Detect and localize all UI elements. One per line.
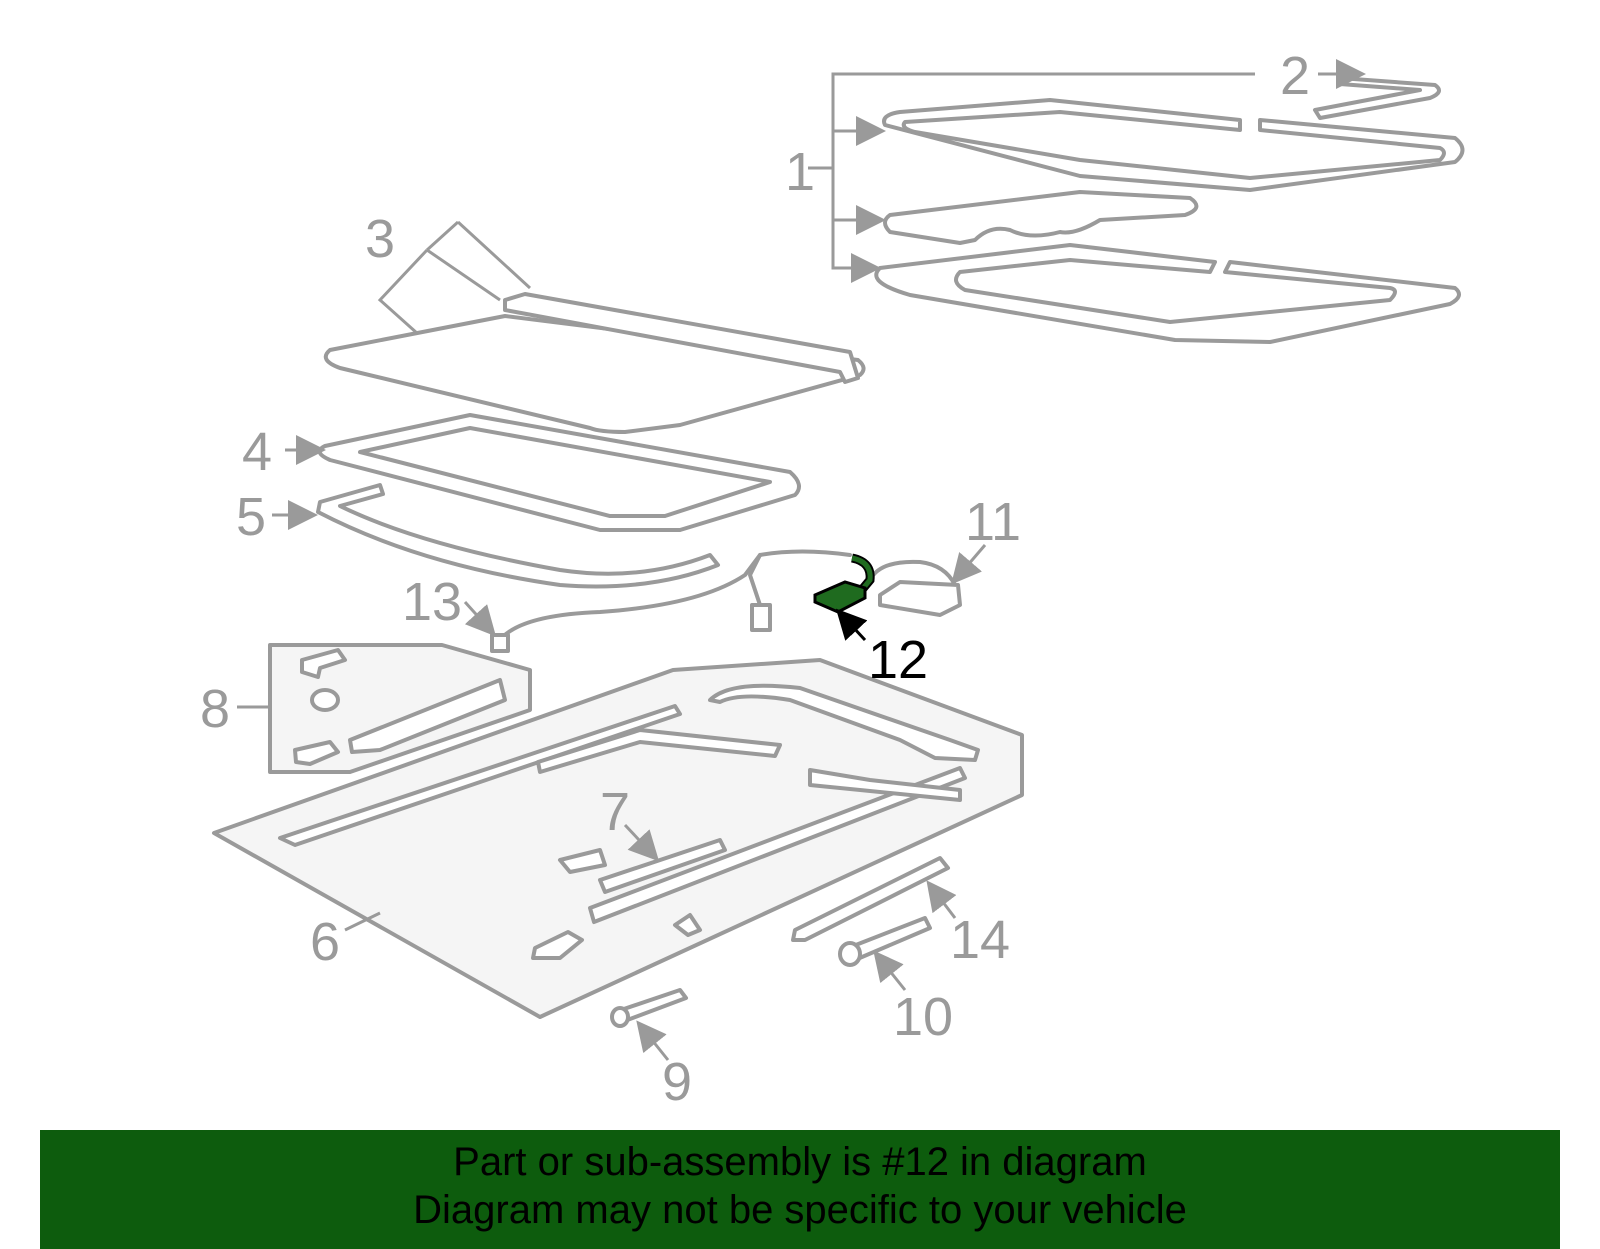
callout-5: 5: [236, 487, 266, 547]
part-7-guide: [558, 823, 727, 894]
part-6-housing: [212, 658, 1024, 1019]
part-9-cable: [610, 988, 688, 1061]
callout-11: 11: [965, 492, 1021, 552]
callout-6: 6: [310, 912, 340, 972]
callout-7: 7: [600, 782, 630, 842]
callout-10: 10: [893, 987, 953, 1047]
part-1-seal-assembly: [808, 59, 1465, 344]
callout-2: 2: [1280, 46, 1310, 106]
callout-14: 14: [950, 910, 1010, 970]
callout-1: 1: [785, 142, 815, 202]
banner-line-1: Part or sub-assembly is #12 in diagram: [453, 1140, 1147, 1184]
sunroof-parts-diagram: 1 2 3 4 5 6 7 8 9 10 11 12 13 14: [200, 46, 1465, 1112]
callout-8: 8: [200, 679, 230, 739]
callout-4: 4: [242, 422, 272, 482]
part-10-motor: [838, 916, 932, 991]
part-14-bracket: [791, 856, 957, 942]
callout-12: 12: [868, 630, 928, 690]
callout-3: 3: [365, 209, 395, 269]
part-12-highlighted: [813, 553, 875, 642]
part-13-harness: [463, 549, 852, 653]
part-5-seal: [272, 483, 720, 589]
part-4-frame: [285, 413, 801, 532]
part-11-switch: [868, 544, 987, 617]
part-8-clip-kit: [237, 643, 532, 774]
info-banner: Part or sub-assembly is #12 in diagram D…: [40, 1130, 1560, 1249]
banner-line-2: Diagram may not be specific to your vehi…: [413, 1188, 1187, 1232]
callout-13: 13: [402, 572, 462, 632]
callout-9: 9: [662, 1052, 692, 1112]
part-3-glass-panel: [323, 220, 866, 434]
